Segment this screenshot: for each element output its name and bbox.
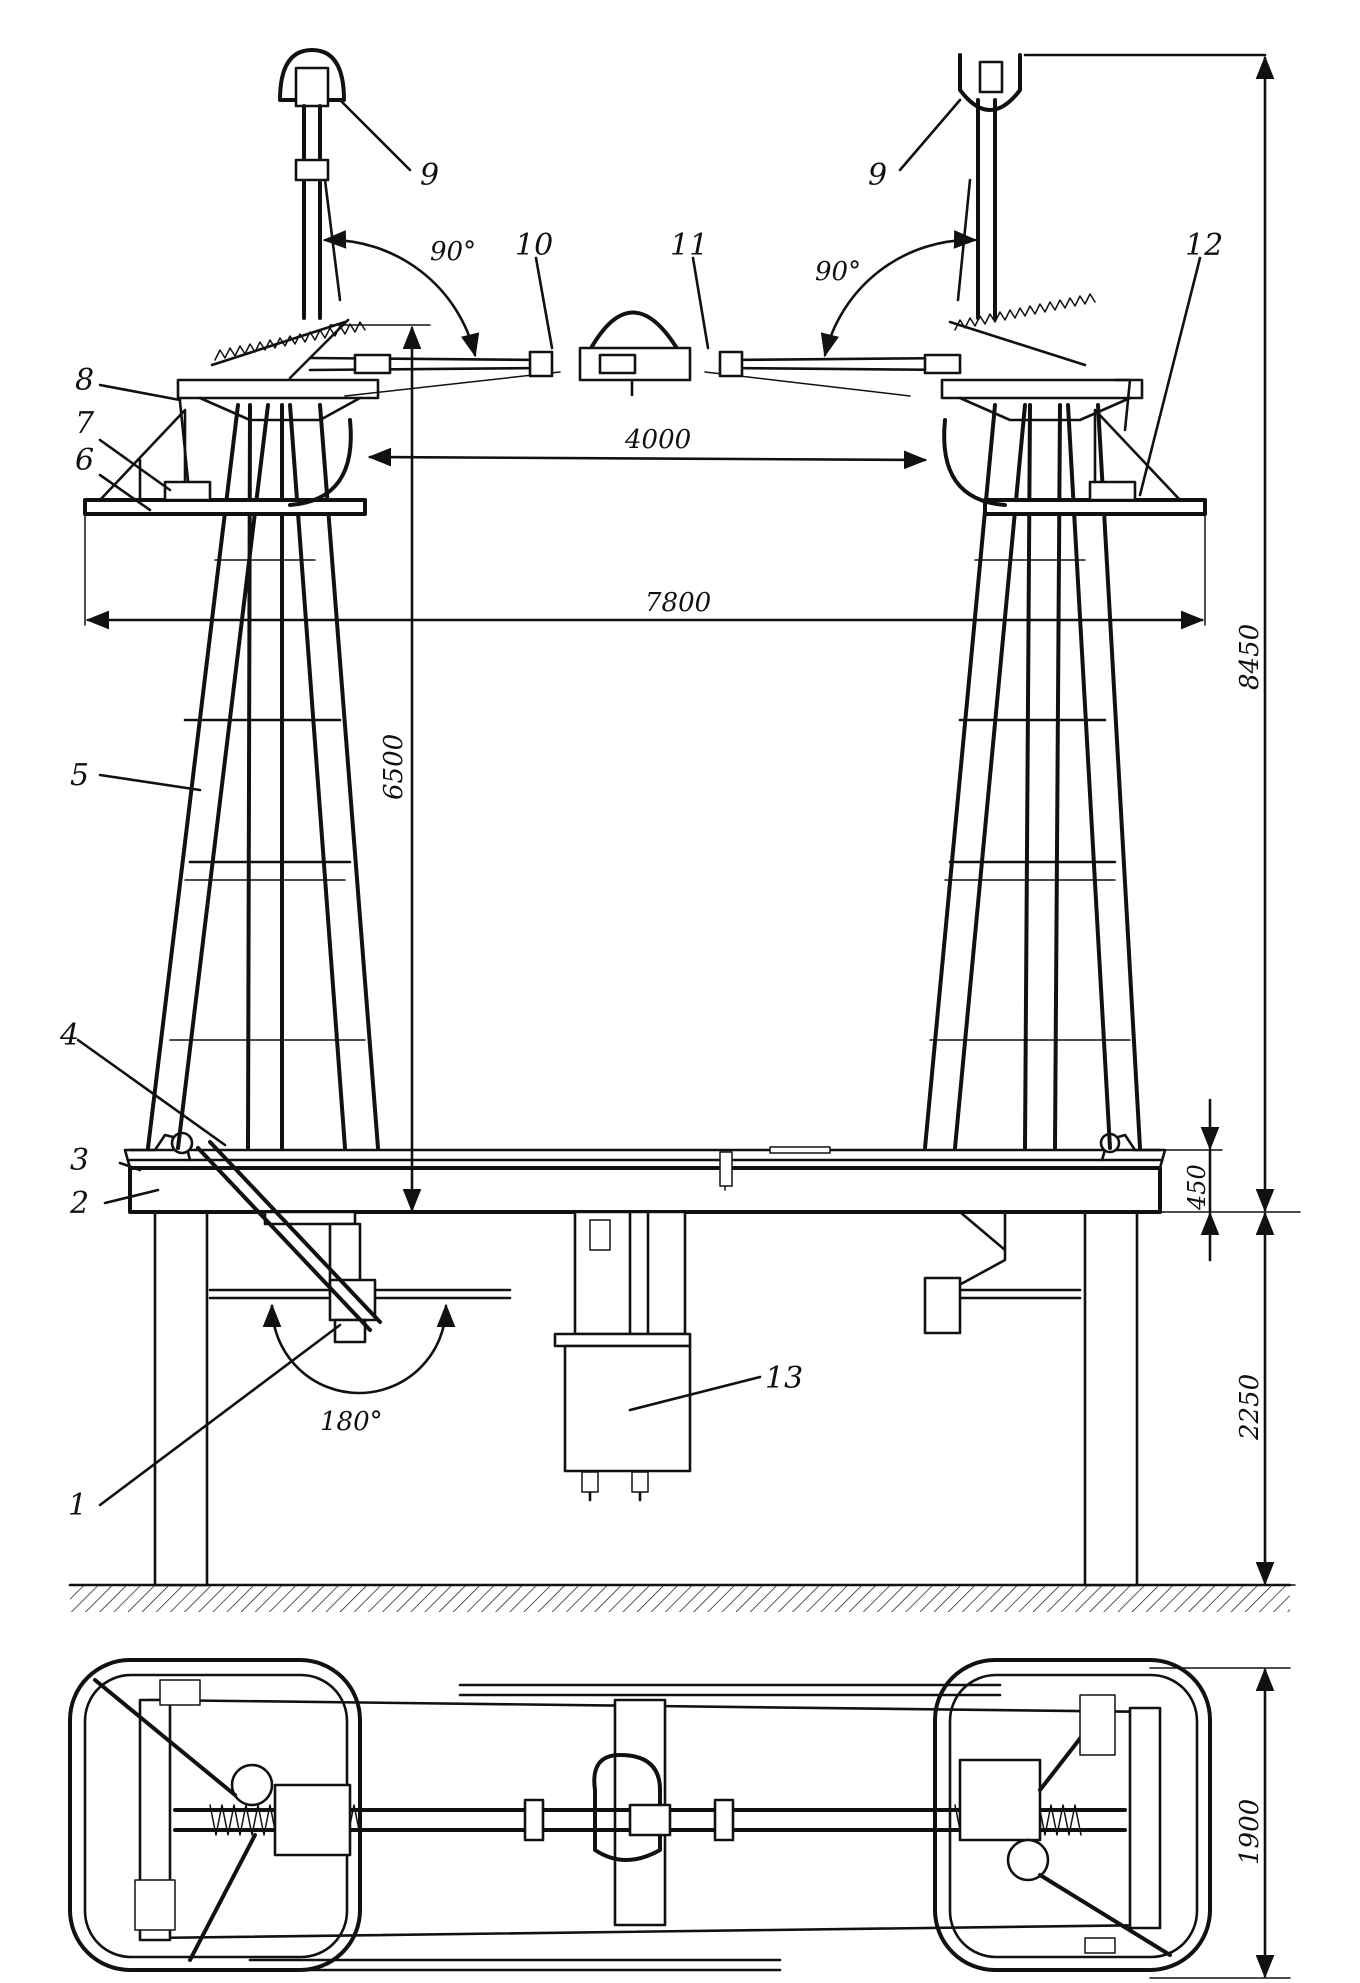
right-platform — [940, 378, 1207, 516]
right-terminal — [820, 53, 1267, 358]
dim-1900: 1900 — [1235, 1799, 1265, 1865]
label-8: 8 — [75, 363, 94, 398]
label-7: 7 — [75, 406, 95, 441]
plan-view — [68, 1658, 1212, 1972]
label-3: 3 — [70, 1143, 89, 1178]
label-10: 10 — [515, 228, 553, 263]
dim-8450: 8450 — [1235, 624, 1265, 690]
label-9-left: 9 — [420, 158, 439, 193]
part-labels: 1 2 3 4 5 6 7 8 9 9 10 11 12 13 — [59, 158, 1223, 1523]
dimension-lines — [84, 55, 1301, 1979]
dim-7800: 7800 — [645, 588, 711, 618]
leader-lines — [76, 98, 1202, 1507]
label-6: 6 — [75, 443, 94, 478]
label-1: 1 — [68, 1488, 87, 1523]
angle-right-top: 90° — [815, 257, 861, 287]
dim-4000: 4000 — [624, 425, 691, 455]
angle-labels: 90° 90° 180° — [320, 237, 861, 1437]
ground — [68, 1583, 1292, 1612]
insulator-columns — [146, 403, 1142, 1150]
dim-450: 450 — [1183, 1164, 1211, 1211]
right-bracket — [923, 1210, 1082, 1335]
dimension-labels: 4000 7800 6500 8450 450 2250 1900 — [379, 425, 1265, 1865]
angle-left-top: 90° — [430, 237, 476, 267]
label-12: 12 — [1185, 228, 1223, 263]
left-platform — [83, 378, 380, 516]
label-9-right: 9 — [868, 158, 887, 193]
dim-2250: 2250 — [1235, 1374, 1265, 1441]
label-4: 4 — [59, 1018, 79, 1053]
left-terminal — [278, 48, 480, 358]
label-11: 11 — [670, 228, 708, 263]
drive-mechanism — [196, 1140, 512, 1395]
label-13: 13 — [765, 1361, 803, 1396]
label-5: 5 — [70, 758, 89, 793]
transformer-box — [553, 1210, 692, 1502]
label-2: 2 — [69, 1186, 89, 1221]
angle-drive: 180° — [320, 1407, 383, 1437]
dim-6500: 6500 — [379, 734, 409, 800]
support-legs — [153, 1210, 1139, 1587]
